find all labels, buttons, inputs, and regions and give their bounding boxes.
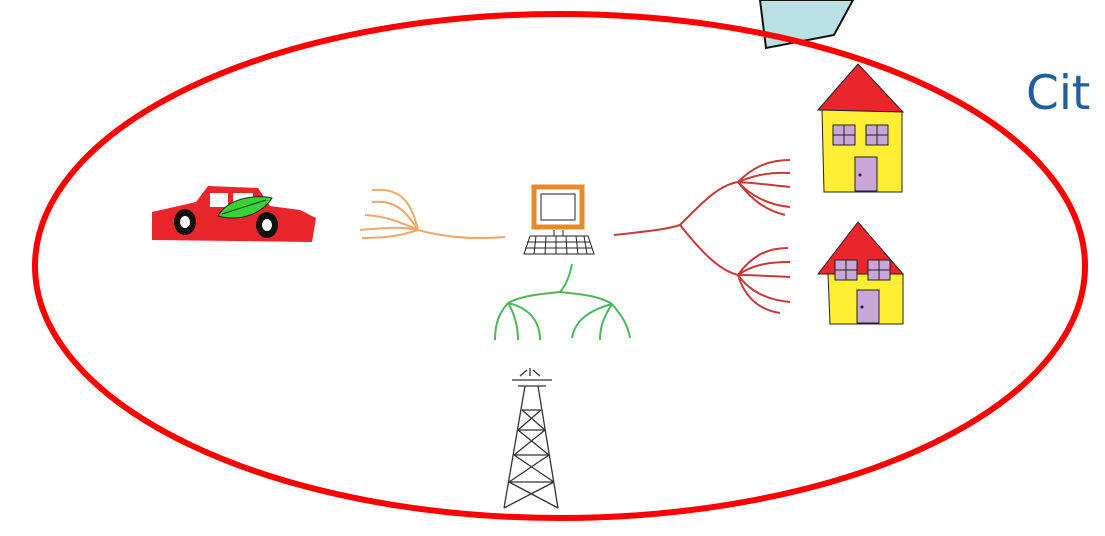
power-tower-icon <box>504 368 558 508</box>
house-icon <box>818 64 903 192</box>
city-boundary-ellipse <box>35 14 1085 518</box>
tower-wires <box>495 264 630 340</box>
computer-icon <box>524 187 594 254</box>
eco-car-icon <box>152 186 316 242</box>
house-icon <box>818 222 903 324</box>
page-heading: Cit <box>1026 70 1090 117</box>
car-wires <box>360 190 505 238</box>
house-wires <box>614 160 790 313</box>
